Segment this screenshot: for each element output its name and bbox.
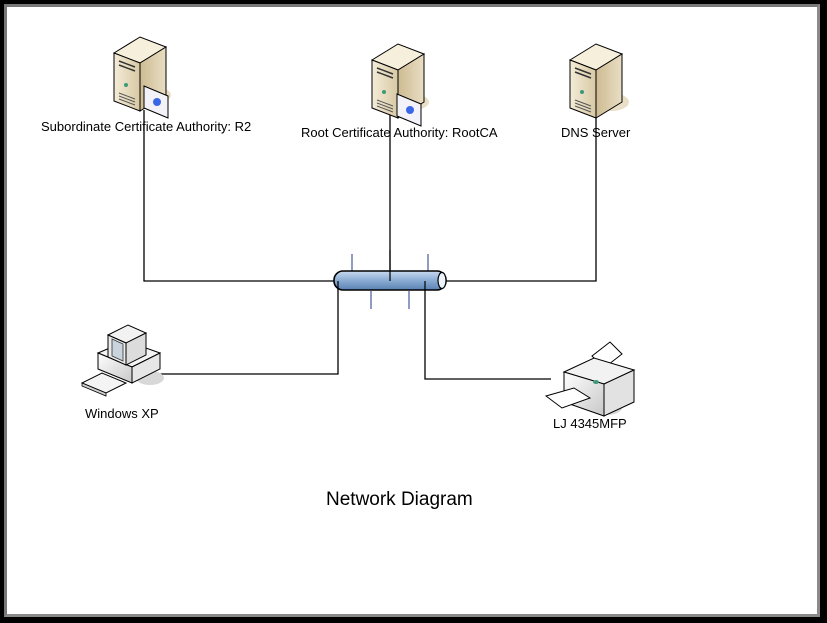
- wire-sub-ca: [143, 110, 338, 282]
- node-label-printer: LJ 4345MFP: [553, 416, 627, 431]
- certificate-icon: [396, 93, 422, 127]
- wire-dns: [446, 118, 597, 282]
- node-label-sub-ca: Subordinate Certificate Authority: R2: [41, 119, 252, 134]
- node-label-root-ca: Root Certificate Authority: RootCA: [301, 125, 498, 140]
- certificate-icon: [143, 85, 169, 119]
- workstation-icon[interactable]: [80, 324, 164, 397]
- printer-icon[interactable]: [544, 341, 636, 417]
- server-icon[interactable]: [370, 43, 429, 119]
- wire-printer: [424, 283, 551, 380]
- wire-winxp: [160, 283, 339, 375]
- node-label-winxp: Windows XP: [85, 406, 159, 421]
- server-icon[interactable]: [568, 43, 629, 119]
- diagram-title: Network Diagram: [326, 489, 473, 510]
- node-label-dns: DNS Server: [561, 125, 631, 140]
